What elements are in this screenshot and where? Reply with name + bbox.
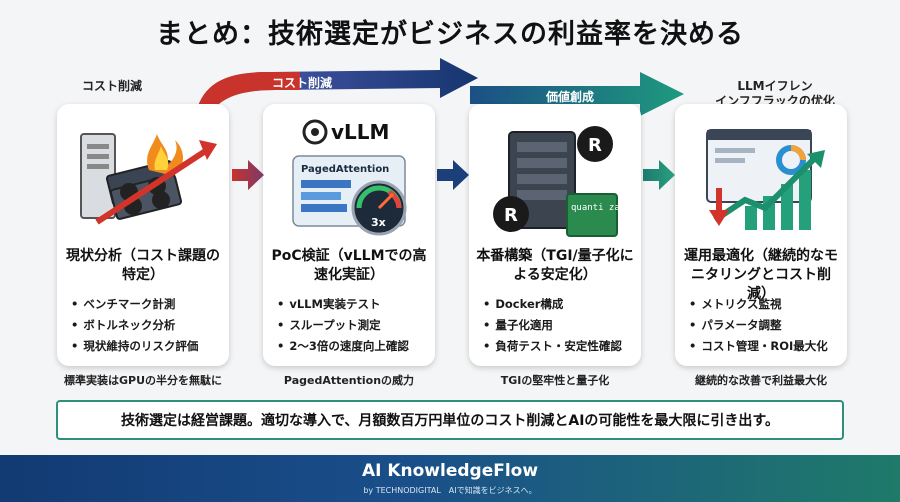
- rust-server-icon: R R quanti zation: [493, 126, 641, 237]
- vllm-logo-icon: vLLM: [302, 119, 389, 145]
- svg-text:R: R: [588, 135, 602, 156]
- list-item: スループット測定: [277, 315, 409, 336]
- card-production-build: R R quanti zation 本番構築（TGI/量子化による安定化） Do…: [469, 104, 641, 366]
- card-title: 現状分析（コスト課題の特定）: [66, 248, 220, 283]
- gauge-speed-label: 3x: [371, 216, 386, 229]
- list-item: ボトルネック分析: [71, 315, 198, 336]
- card-bullets: メトリクス監視 パラメータ調整 コスト管理・ROI最大化: [689, 294, 828, 357]
- card-caption: 継続的な改善で利益最大化: [695, 374, 827, 387]
- chip-icon: [566, 193, 618, 237]
- arrow-right-icon: [232, 160, 264, 190]
- card-poc-verification: vLLM PagedAttention 3x PoC検証（vLLMでの高速化実証…: [263, 104, 435, 366]
- card-operations-optimization: 運用最適化（継続的なモニタリングとコスト削減） メトリクス監視 パラメータ調整 …: [675, 104, 847, 366]
- rust-logo-icon: [577, 126, 613, 162]
- top-label-infra-line1: LLMイフレン: [737, 79, 813, 93]
- brand-tagline: by TECHNODIGITAL AIで知識をビジネスへ。: [363, 486, 537, 495]
- vllm-logo-text: vLLM: [331, 120, 389, 144]
- card-current-analysis: 現状分析（コスト課題の特定） ベンチマーク計測 ボトルネック分析 現状維持のリス…: [57, 104, 229, 366]
- card-bullets: Docker構成 量子化適用 負荷テスト・安定性確認: [483, 294, 622, 357]
- card-caption: TGIの堅牢性と量子化: [500, 374, 610, 387]
- list-item: ベンチマーク計測: [71, 294, 198, 315]
- list-item: 量子化適用: [483, 315, 622, 336]
- list-item: vLLM実装テスト: [277, 294, 409, 315]
- list-item: 現状維持のリスク評価: [71, 336, 198, 357]
- brand-name: AI KnowledgeFlow: [361, 461, 539, 481]
- cost-reduction-band: [196, 58, 478, 112]
- summary-box: 技術選定は経営課題。適切な導入で、月額数百万円単位のコスト削減とAIの可能性を最…: [56, 400, 844, 440]
- top-label-cost: コスト削減: [82, 79, 143, 93]
- band-label-value: 価値創成: [546, 90, 595, 104]
- rust-logo-icon: [493, 196, 529, 232]
- list-item: Docker構成: [483, 294, 622, 315]
- list-item: メトリクス監視: [689, 294, 828, 315]
- footer-bar: AI KnowledgeFlow by TECHNODIGITAL AIで知識を…: [0, 455, 900, 502]
- arrow-right-icon: [643, 160, 675, 190]
- card-title: PoC検証（vLLMでの高速化実証）: [271, 248, 427, 283]
- page-title: まとめ：技術選定がビジネスの利益率を決める: [156, 19, 744, 50]
- speed-gauge-icon: vLLM PagedAttention 3x: [292, 119, 407, 236]
- card-bullets: vLLM実装テスト スループット測定 2～3倍の速度向上確認: [277, 294, 409, 357]
- card-caption: 標準実装はGPUの半分を無駄に: [63, 374, 223, 387]
- card-bullets: ベンチマーク計測 ボトルネック分析 現状維持のリスク評価: [71, 294, 198, 357]
- svg-text:R: R: [504, 205, 518, 226]
- list-item: 2～3倍の速度向上確認: [277, 336, 409, 357]
- chip-label: quanti zation: [571, 203, 641, 213]
- band-label-cost: コスト削減: [272, 76, 333, 90]
- dashboard-chart-icon: [706, 129, 825, 230]
- summary-text: 技術選定は経営課題。適切な導入で、月額数百万円単位のコスト削減とAIの可能性を最…: [120, 413, 780, 429]
- value-creation-band: [470, 72, 684, 116]
- list-item: コスト管理・ROI最大化: [689, 336, 827, 357]
- arrow-right-icon: [437, 160, 469, 190]
- server-fire-icon: [80, 133, 217, 225]
- list-item: 負荷テスト・安定性確認: [483, 336, 622, 357]
- paged-attention-label: PagedAttention: [301, 164, 389, 175]
- list-item: パラメータ調整: [689, 315, 828, 336]
- flow-arrows-top: [196, 58, 684, 116]
- card-title: 本番構築（TGI/量子化による安定化）: [476, 248, 634, 283]
- card-caption: PagedAttentionの威力: [283, 374, 415, 387]
- card-title: 運用最適化（継続的なモニタリングとコスト削減）: [684, 248, 838, 302]
